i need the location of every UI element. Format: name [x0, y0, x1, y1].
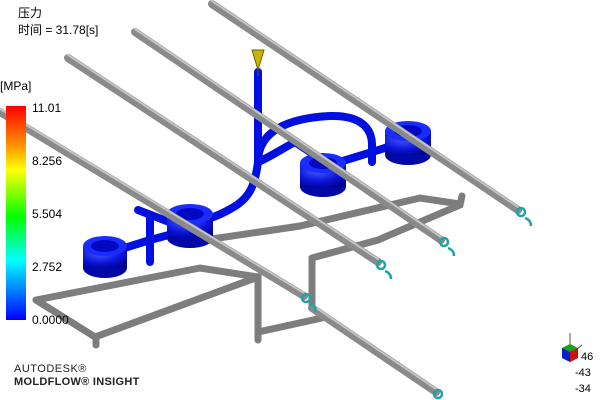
color-scale-bar[interactable] — [6, 106, 26, 320]
legend-unit: [MPa] — [0, 79, 32, 93]
result-title: 压力 — [18, 6, 43, 20]
cavity-1 — [83, 236, 127, 278]
legend-max: 11.01 — [32, 101, 62, 115]
coolant-connectors — [300, 206, 533, 400]
orientation-y: -43 — [575, 367, 591, 379]
connector-icon — [515, 206, 533, 227]
legend-tick: 5.504 — [32, 207, 63, 221]
orientation-z: -34 — [575, 383, 591, 395]
legend-min: 0.0000 — [32, 313, 69, 327]
legend-tick: 2.752 — [32, 260, 63, 274]
brand-product: MOLDFLOW® INSIGHT — [14, 376, 140, 388]
connector-icon — [432, 388, 444, 400]
time-readout: 时间 = 31.78[s] — [18, 23, 99, 37]
orientation-triad-icon — [562, 333, 583, 362]
brand-autodesk: AUTODESK® — [14, 363, 87, 375]
connector-icon — [300, 292, 318, 313]
connector-icon — [438, 236, 456, 257]
injection-point-icon — [251, 49, 265, 76]
connector-icon — [375, 259, 393, 280]
orientation-x: 46 — [581, 351, 594, 363]
legend-tick: 8.256 — [32, 154, 63, 168]
cavity-4 — [385, 121, 431, 165]
cooling-channels-front — [0, 0, 522, 396]
cooling-channels-highlight — [0, 0, 519, 390]
